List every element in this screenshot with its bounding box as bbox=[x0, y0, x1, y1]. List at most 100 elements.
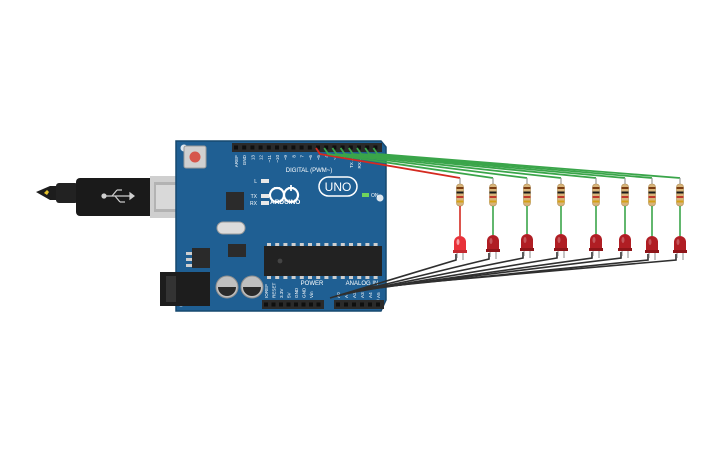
chip-pin bbox=[308, 243, 312, 246]
chip-pin bbox=[283, 276, 288, 279]
led-label-l: L bbox=[254, 179, 257, 185]
header-hole[interactable] bbox=[348, 145, 353, 150]
header-hole[interactable] bbox=[301, 302, 306, 307]
header-hole[interactable] bbox=[340, 145, 345, 150]
ground-wire[interactable] bbox=[364, 254, 677, 289]
ground-wire[interactable] bbox=[344, 252, 558, 295]
header-hole[interactable] bbox=[275, 145, 279, 150]
pin-label: RESET bbox=[272, 282, 277, 298]
resistor[interactable] bbox=[676, 178, 684, 236]
header-hole[interactable] bbox=[283, 145, 288, 150]
resistor[interactable] bbox=[621, 178, 629, 234]
signal-wire[interactable] bbox=[331, 147, 528, 179]
chip-pin bbox=[373, 243, 378, 246]
header-hole[interactable] bbox=[360, 302, 364, 307]
small-chip bbox=[228, 244, 246, 257]
pin-label: 5V bbox=[287, 291, 292, 298]
header-hole[interactable] bbox=[234, 145, 238, 150]
signal-wire[interactable] bbox=[356, 147, 626, 179]
header-hole[interactable] bbox=[264, 302, 268, 307]
led[interactable] bbox=[618, 234, 632, 258]
header-hole[interactable] bbox=[316, 145, 320, 150]
resistor[interactable] bbox=[523, 178, 531, 234]
analog-label: ANALOG IN bbox=[346, 281, 379, 287]
digital-label: DIGITAL (PWM~) bbox=[286, 168, 333, 174]
ground-wire[interactable] bbox=[329, 254, 457, 299]
header-hole[interactable] bbox=[316, 302, 321, 307]
led[interactable] bbox=[554, 234, 568, 258]
pin-label: GND bbox=[294, 287, 299, 298]
header-hole[interactable] bbox=[266, 145, 271, 150]
chip-pin bbox=[332, 243, 337, 246]
chip-pin bbox=[291, 276, 296, 279]
header-hole[interactable] bbox=[332, 145, 337, 150]
analog-header[interactable] bbox=[334, 300, 384, 309]
header-hole[interactable] bbox=[271, 302, 276, 307]
pin-label: A1 bbox=[344, 292, 349, 298]
pin-label: ~9 bbox=[283, 155, 288, 161]
signal-wire[interactable] bbox=[315, 147, 461, 179]
header-hole[interactable] bbox=[324, 145, 329, 150]
signal-wire[interactable] bbox=[364, 147, 653, 179]
resistor[interactable] bbox=[456, 178, 464, 236]
header-hole[interactable] bbox=[344, 302, 348, 307]
resistor[interactable] bbox=[557, 178, 565, 234]
header-hole[interactable] bbox=[258, 145, 263, 150]
ground-wire[interactable] bbox=[339, 252, 524, 296]
chip-pin bbox=[324, 276, 329, 279]
header-hole[interactable] bbox=[373, 145, 378, 150]
header-hole[interactable] bbox=[299, 145, 304, 150]
header-hole[interactable] bbox=[368, 302, 372, 307]
resistor[interactable] bbox=[489, 178, 497, 235]
resistor[interactable] bbox=[592, 178, 600, 234]
pin-label: IOREF bbox=[264, 284, 269, 298]
power-header[interactable] bbox=[262, 300, 324, 309]
header-hole[interactable] bbox=[294, 302, 298, 307]
header-hole[interactable] bbox=[307, 145, 312, 150]
header-hole[interactable] bbox=[357, 145, 361, 150]
capacitor bbox=[215, 275, 239, 299]
chip-pin bbox=[373, 276, 378, 279]
header-hole[interactable] bbox=[336, 302, 340, 307]
pin-label: A4 bbox=[368, 292, 373, 298]
header-hole[interactable] bbox=[242, 145, 247, 150]
pin-label: Vin bbox=[309, 291, 314, 298]
pin-label: A3 bbox=[360, 292, 365, 298]
led-lit[interactable] bbox=[453, 236, 467, 260]
on-label: ON bbox=[371, 193, 379, 199]
header-hole[interactable] bbox=[352, 302, 356, 307]
arduino-uno-board[interactable]: L TX RX ON ARDUINO UNO bbox=[160, 140, 387, 312]
pin-label: ~6 bbox=[308, 155, 313, 161]
chip-pin bbox=[365, 243, 370, 246]
pin-label: 8 bbox=[291, 155, 296, 158]
header-hole[interactable] bbox=[279, 302, 283, 307]
header-hole[interactable] bbox=[286, 302, 291, 307]
header-hole[interactable] bbox=[309, 302, 313, 307]
led-resistor-chain bbox=[453, 178, 687, 260]
ground-wire[interactable] bbox=[334, 253, 490, 298]
header-hole[interactable] bbox=[291, 145, 296, 150]
signal-wire[interactable] bbox=[348, 147, 597, 179]
pin-label: 4 bbox=[324, 155, 329, 158]
led[interactable] bbox=[520, 234, 534, 258]
resistor[interactable] bbox=[648, 178, 656, 236]
digital-header[interactable] bbox=[232, 143, 382, 152]
signal-wire[interactable] bbox=[372, 147, 681, 179]
header-hole[interactable] bbox=[250, 145, 255, 150]
led[interactable] bbox=[673, 236, 687, 260]
signal-wire[interactable] bbox=[323, 147, 494, 179]
signal-wire[interactable] bbox=[339, 147, 562, 179]
reset-button[interactable] bbox=[183, 145, 207, 169]
led[interactable] bbox=[645, 236, 659, 260]
chip-pin bbox=[349, 243, 353, 246]
ground-wire[interactable] bbox=[354, 252, 622, 292]
pin-label: GND bbox=[302, 287, 307, 298]
pin-label: 7 bbox=[300, 155, 305, 158]
power-jack[interactable] bbox=[160, 272, 210, 306]
header-hole[interactable] bbox=[376, 302, 380, 307]
led[interactable] bbox=[589, 234, 603, 258]
led[interactable] bbox=[486, 235, 500, 259]
header-hole[interactable] bbox=[365, 145, 370, 150]
